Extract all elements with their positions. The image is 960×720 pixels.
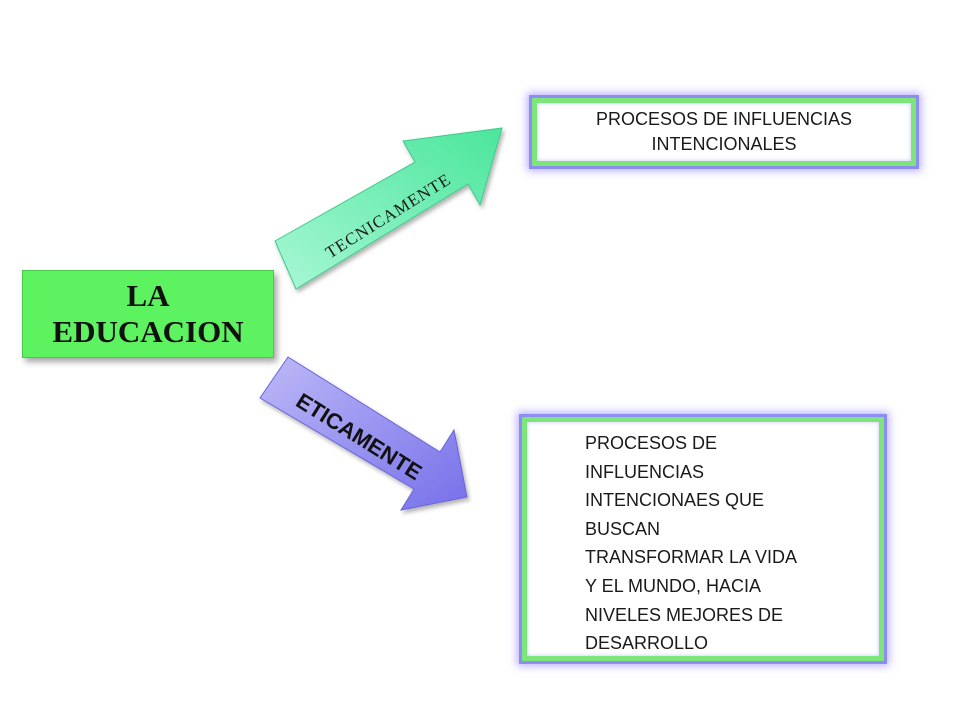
box-bottom-line: INFLUENCIAS — [585, 461, 705, 482]
box-bottom-line: TRANSFORMAR LA VIDA — [585, 547, 798, 568]
box-bottom-line: Y EL MUNDO, HACIA — [585, 575, 762, 596]
box-bottom-line: INTENCIONAES QUE — [585, 490, 765, 511]
box-top-text: PROCESOS DE INFLUENCIAS INTENCIONALES — [595, 109, 853, 154]
box-bottom-line: DESARROLLO — [585, 633, 709, 654]
box-bottom-text: PROCESOS DE INFLUENCIAS INTENCIONAES QUE… — [585, 429, 797, 658]
center-node: LA EDUCACION — [22, 270, 274, 358]
box-bottom-line: BUSCAN — [585, 518, 661, 539]
center-node-label: LA EDUCACION — [52, 278, 244, 349]
arrow-eticamente — [259, 356, 468, 511]
box-transformar-vida: PROCESOS DE INFLUENCIAS INTENCIONAES QUE… — [519, 414, 887, 664]
box-influencias-intencionales: PROCESOS DE INFLUENCIAS INTENCIONALES — [529, 95, 919, 169]
box-bottom-line: PROCESOS DE — [585, 433, 718, 453]
arrow-tecnicamente — [274, 127, 503, 290]
box-bottom-line: NIVELES MEJORES DE — [585, 604, 784, 625]
